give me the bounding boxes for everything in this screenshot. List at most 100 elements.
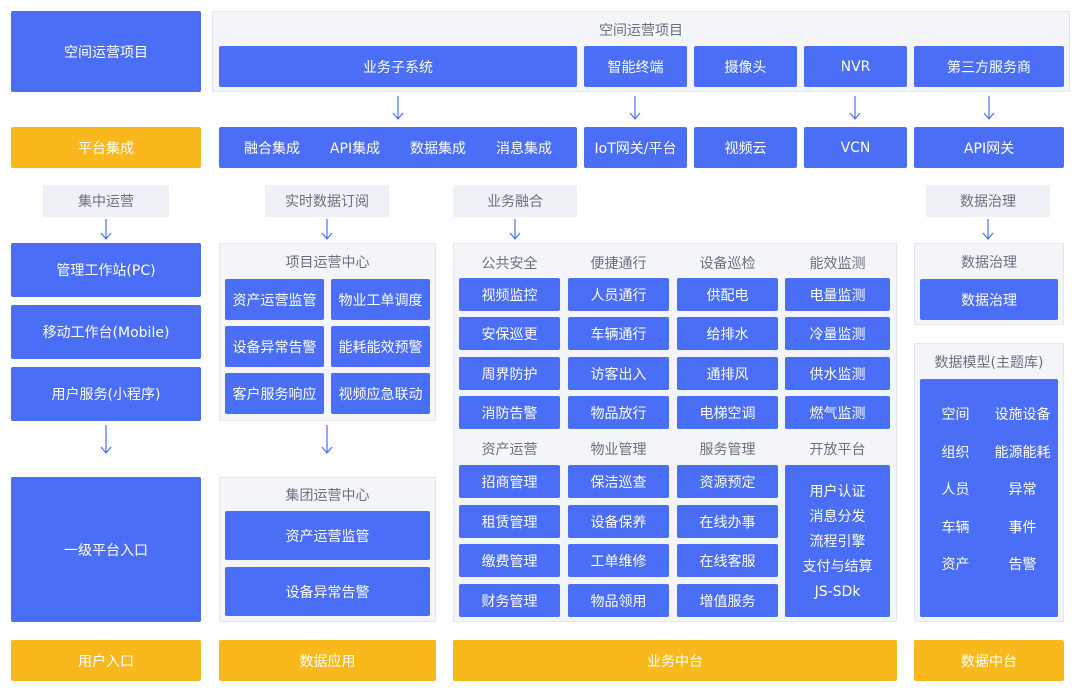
left-top-title: 空间运营项目 [11, 11, 201, 92]
project-ops-item: 物业工单调度 [331, 279, 430, 320]
project-ops-item: 能耗能效预警 [331, 326, 430, 367]
data-model-item: 空间 [941, 407, 970, 423]
workstation-mobile: 移动工作台(Mobile) [11, 305, 201, 359]
biz-item: 物品放行 [568, 396, 669, 429]
top-item: 业务子系统 [219, 46, 577, 87]
project-ops-item: 资产运营监管 [225, 279, 324, 320]
data-model-title: 数据模型(主题库) [934, 355, 1044, 371]
data-gov-label: 数据治理 [926, 185, 1050, 217]
arrow-down-icon [849, 96, 861, 120]
biz-item: 招商管理 [459, 465, 560, 498]
open-platform-item: JS-SDk [814, 584, 861, 600]
data-model-item: 告警 [1008, 557, 1037, 573]
biz-item: 工单维修 [568, 544, 669, 577]
level1-entry: 一级平台入口 [11, 477, 201, 622]
group-ops-center-title: 集团运营中心 [285, 488, 370, 504]
data-model-item: 事件 [1008, 519, 1037, 536]
data-model-item: 资产 [941, 557, 970, 573]
arrow-down-icon [321, 219, 333, 240]
biz-item: 访客出入 [568, 357, 669, 390]
biz-col-head: 能效监测 [809, 256, 866, 272]
open-platform-box: 用户认证 消息分发 流程引擎 支付与结算 JS-SDk [785, 465, 890, 617]
project-ops-item: 客户服务响应 [225, 373, 324, 414]
top-item: NVR [804, 46, 907, 87]
vcn: VCN [804, 127, 907, 168]
project-ops-item: 设备异常告警 [225, 326, 324, 367]
platform-integration-label: 平台集成 [11, 127, 201, 168]
arrow-down-icon [983, 96, 995, 120]
data-middle-label: 数据中台 [914, 640, 1064, 681]
biz-item: 物品领用 [568, 584, 669, 617]
biz-item: 资源预定 [677, 465, 778, 498]
biz-item: 财务管理 [459, 584, 560, 617]
biz-item: 保洁巡查 [568, 465, 669, 498]
biz-item: 燃气监测 [785, 396, 890, 429]
biz-col-head: 物业管理 [590, 442, 647, 458]
biz-item: 消防告警 [459, 396, 560, 429]
biz-col-head: 开放平台 [809, 442, 866, 458]
arrow-down-icon [392, 96, 404, 120]
user-service: 用户服务(小程序) [11, 367, 201, 421]
open-platform-item: 消息分发 [809, 509, 866, 525]
biz-col-head: 便捷通行 [590, 256, 647, 272]
arrow-down-icon [321, 425, 333, 454]
biz-item: 供水监测 [785, 357, 890, 390]
api-gateway: API网关 [914, 127, 1064, 168]
top-panel-title: 空间运营项目 [599, 23, 683, 39]
biz-col-head: 资产运营 [481, 442, 538, 458]
biz-item: 供配电 [677, 278, 778, 311]
data-model-item: 设施设备 [994, 407, 1051, 423]
user-entry-label: 用户入口 [11, 640, 201, 681]
biz-item: 在线客服 [677, 544, 778, 577]
biz-item: 人员通行 [568, 278, 669, 311]
biz-item: 给排水 [677, 317, 778, 350]
arrow-down-icon [982, 219, 994, 240]
biz-item: 增值服务 [677, 584, 778, 617]
top-item: 第三方服务商 [914, 46, 1064, 87]
arrow-down-icon [629, 96, 641, 120]
top-item: 智能终端 [584, 46, 687, 87]
project-ops-center-title: 项目运营中心 [285, 255, 370, 271]
data-app-label: 数据应用 [219, 640, 436, 681]
arrow-down-icon [100, 425, 112, 454]
data-model-box: 空间 设施设备 组织 能源能耗 人员 异常 车辆 事件 资产 告警 [920, 379, 1058, 617]
biz-item: 车辆通行 [568, 317, 669, 350]
centralized-ops-label: 集中运营 [43, 185, 169, 217]
data-model-item: 能源能耗 [994, 444, 1051, 461]
iot-gateway: IoT网关/平台 [584, 127, 687, 168]
biz-item: 视频监控 [459, 278, 560, 311]
open-platform-item: 支付与结算 [802, 559, 873, 575]
biz-item: 周界防护 [459, 357, 560, 390]
integration-group: 融合集成 API集成 数据集成 消息集成 [219, 127, 577, 168]
integration-item: 数据集成 [410, 140, 467, 157]
integration-item: 消息集成 [495, 140, 552, 157]
group-ops-item: 资产运营监管 [225, 511, 430, 560]
group-ops-item: 设备异常告警 [225, 567, 430, 616]
integration-item: 融合集成 [243, 140, 300, 157]
biz-col-head: 设备巡检 [699, 256, 756, 272]
biz-fusion-label: 业务融合 [453, 185, 577, 217]
integration-item: API集成 [329, 140, 381, 157]
biz-item: 缴费管理 [459, 544, 560, 577]
biz-item: 冷量监测 [785, 317, 890, 350]
realtime-subscription-label: 实时数据订阅 [265, 185, 389, 217]
data-model-item: 车辆 [941, 519, 970, 536]
video-cloud: 视频云 [694, 127, 797, 168]
top-item: 摄像头 [694, 46, 797, 87]
biz-item: 租赁管理 [459, 505, 560, 538]
open-platform-item: 用户认证 [809, 484, 866, 500]
biz-col-head: 服务管理 [699, 442, 756, 458]
biz-item: 电量监测 [785, 278, 890, 311]
data-gov-title: 数据治理 [961, 255, 1017, 271]
data-gov-item: 数据治理 [920, 279, 1058, 320]
biz-item: 电梯空调 [677, 396, 778, 429]
project-ops-item: 视频应急联动 [331, 373, 430, 414]
data-model-item: 组织 [941, 444, 970, 461]
data-model-item: 人员 [941, 482, 970, 498]
biz-item: 安保巡更 [459, 317, 560, 350]
biz-item: 在线办事 [677, 505, 778, 538]
biz-middle-label: 业务中台 [453, 640, 897, 681]
arrow-down-icon [509, 219, 521, 240]
open-platform-item: 流程引擎 [809, 534, 866, 550]
biz-col-head: 公共安全 [481, 256, 538, 272]
